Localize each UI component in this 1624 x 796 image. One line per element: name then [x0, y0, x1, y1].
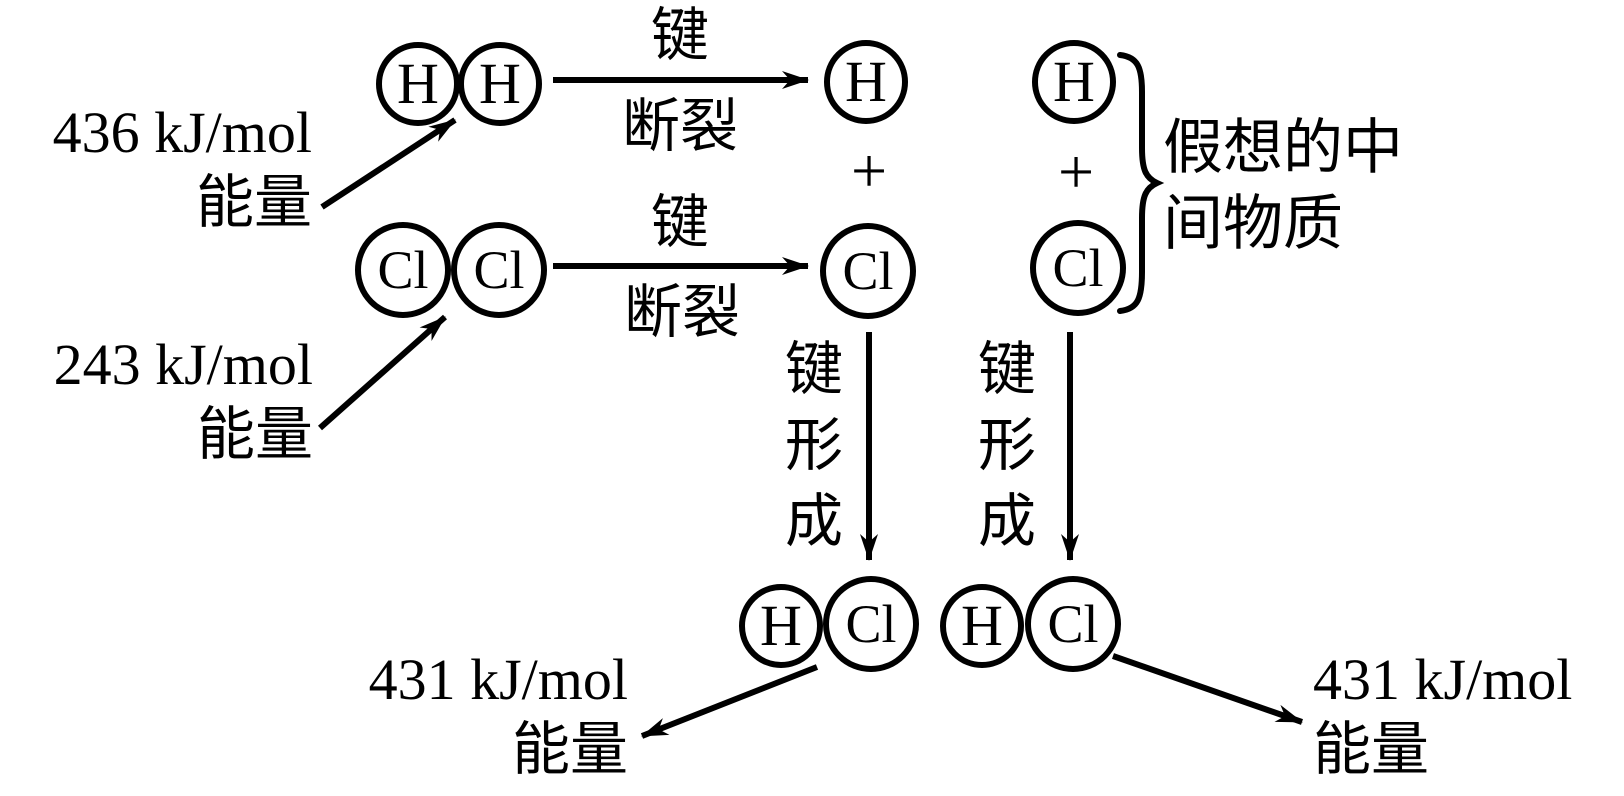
hcl-bond-energy-right: 431 kJ/mol 能量 — [1313, 645, 1624, 785]
hcl1-h-atom: H — [739, 584, 823, 668]
cl2-atom-2: Cl — [451, 222, 547, 318]
hcl-bond-energy-left-label: 能量 — [511, 717, 628, 782]
bond-form-char: 成 — [784, 489, 844, 554]
h-atom-mid: H — [824, 40, 908, 124]
h2-atom-1: H — [376, 42, 460, 126]
cl2-bond-energy: 243 kJ/mol 能量 — [0, 330, 313, 470]
intermediate-substance-line1: 假想的中 — [1163, 115, 1403, 181]
arrow-hcl-energy-left — [640, 664, 819, 739]
plus-sign-right: + — [1057, 136, 1095, 207]
atom-label: H — [760, 593, 802, 658]
atom-label: H — [1053, 49, 1095, 114]
cl2-bond-break-label-bottom: 断裂 — [623, 280, 741, 345]
hcl2-h-atom: H — [940, 584, 1024, 668]
hcl-bond-energy-left: 431 kJ/mol 能量 — [305, 645, 628, 785]
bond-form-char: 键 — [784, 337, 844, 402]
h2-atom-2: H — [458, 42, 542, 126]
atom-label: H — [479, 51, 521, 116]
atom-label: H — [961, 593, 1003, 658]
h-atom-right: H — [1032, 40, 1116, 124]
bond-form-char: 形 — [977, 413, 1037, 478]
intermediate-substance-line2: 间物质 — [1163, 191, 1343, 257]
bond-form-label-left: 键 形 成 — [785, 332, 843, 560]
hcl1-cl-atom: Cl — [823, 576, 919, 672]
brace-intermediate — [1117, 52, 1165, 314]
hcl-bond-energy-left-value: 431 kJ/mol — [368, 647, 628, 712]
h2-bond-energy-value: 436 kJ/mol — [52, 100, 312, 165]
intermediate-substance-label: 假想的中 间物质 — [1163, 110, 1403, 262]
atom-label: Cl — [845, 594, 897, 654]
h2-bond-break-label-top: 键 — [650, 3, 710, 68]
hcl-bond-energy-right-value: 431 kJ/mol — [1313, 647, 1573, 712]
atom-label: Cl — [377, 240, 429, 300]
arrow-energy-to-cl2 — [318, 314, 447, 431]
cl2-atom-1: Cl — [355, 222, 451, 318]
atom-label: Cl — [473, 240, 525, 300]
hcl2-cl-atom: Cl — [1025, 576, 1121, 672]
cl2-bond-energy-value: 243 kJ/mol — [53, 332, 313, 397]
h2-bond-break-label-bottom: 断裂 — [621, 94, 739, 159]
h2-bond-energy-label: 能量 — [195, 170, 312, 235]
atom-label: Cl — [1052, 238, 1104, 298]
bond-form-char: 成 — [977, 489, 1037, 554]
arrow-energy-to-h2 — [320, 117, 457, 210]
atom-label: H — [845, 49, 887, 114]
plus-sign-mid: + — [850, 135, 888, 206]
atom-label: Cl — [842, 241, 894, 301]
cl-atom-right: Cl — [1030, 220, 1126, 316]
cl2-bond-break-label-top: 键 — [650, 190, 710, 255]
bond-form-char: 键 — [977, 337, 1037, 402]
hcl-bond-energy-right-label: 能量 — [1313, 717, 1430, 782]
cl-atom-mid: Cl — [820, 223, 916, 319]
atom-label: H — [397, 51, 439, 116]
cl2-bond-energy-label: 能量 — [196, 402, 313, 467]
atom-label: Cl — [1047, 594, 1099, 654]
h2-bond-energy: 436 kJ/mol 能量 — [0, 98, 312, 238]
bond-form-label-right: 键 形 成 — [978, 332, 1036, 560]
arrow-hcl-energy-right — [1112, 653, 1303, 725]
bond-form-char: 形 — [784, 413, 844, 478]
